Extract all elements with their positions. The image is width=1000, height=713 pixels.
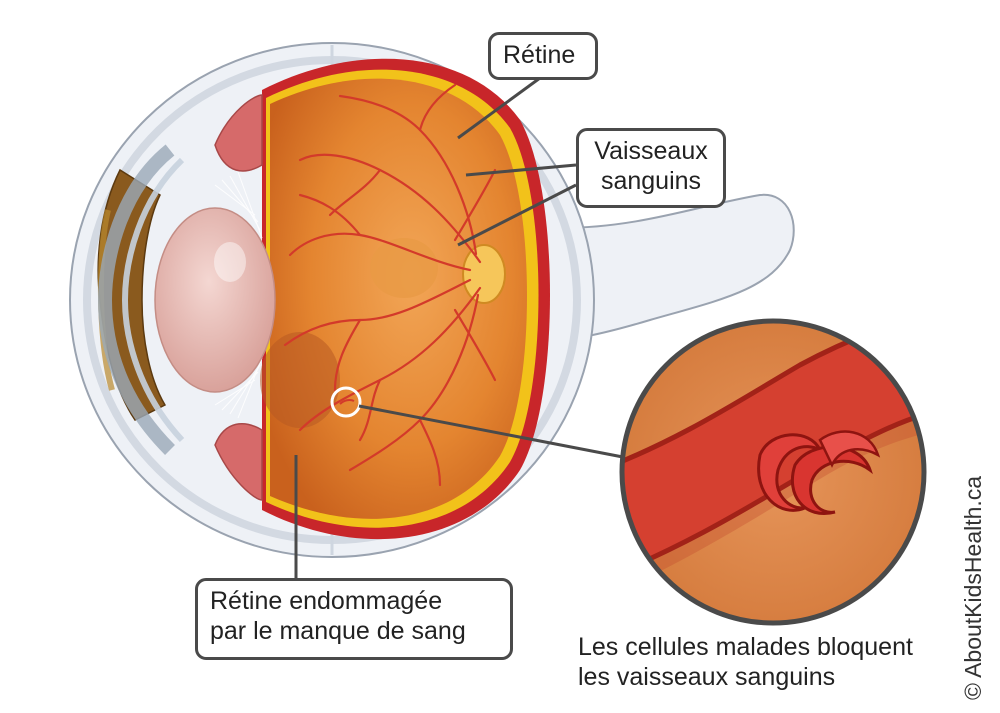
ciliary-body-top	[214, 94, 263, 172]
callout-damaged-retina: Rétine endommagée par le manque de sang	[195, 578, 513, 660]
optic-disc	[462, 244, 506, 304]
callout-damaged-line1: Rétine endommagée	[210, 587, 443, 615]
caption-line2: les vaisseaux sanguins	[578, 663, 836, 691]
callout-blood-vessels: Vaisseaux sanguins	[576, 128, 726, 208]
retinal-vessels	[283, 83, 497, 487]
damaged-area	[260, 332, 340, 428]
callout-damaged-line2: par le manque de sang	[210, 617, 466, 645]
zoom-inset	[622, 321, 924, 623]
zoom-caption: Les cellules malades bloquent les vaisse…	[578, 632, 913, 692]
lens	[154, 207, 276, 393]
callout-vessels-line2: sanguins	[600, 167, 702, 195]
ciliary-body-bottom	[214, 423, 263, 501]
callout-retina: Rétine	[488, 32, 598, 80]
cornea	[97, 144, 175, 455]
callout-vessels-line1: Vaisseaux	[594, 137, 708, 165]
copyright-notice: © AboutKidsHealth.ca	[960, 475, 986, 700]
optic-nerve	[553, 193, 795, 342]
callout-leaders	[294, 76, 577, 580]
callout-retina-text: Rétine	[503, 41, 576, 69]
caption-line1: Les cellules malades bloquent	[578, 633, 913, 661]
zoom-connector	[358, 404, 629, 460]
sample-circle	[330, 386, 362, 418]
sickle-cells	[757, 430, 881, 515]
